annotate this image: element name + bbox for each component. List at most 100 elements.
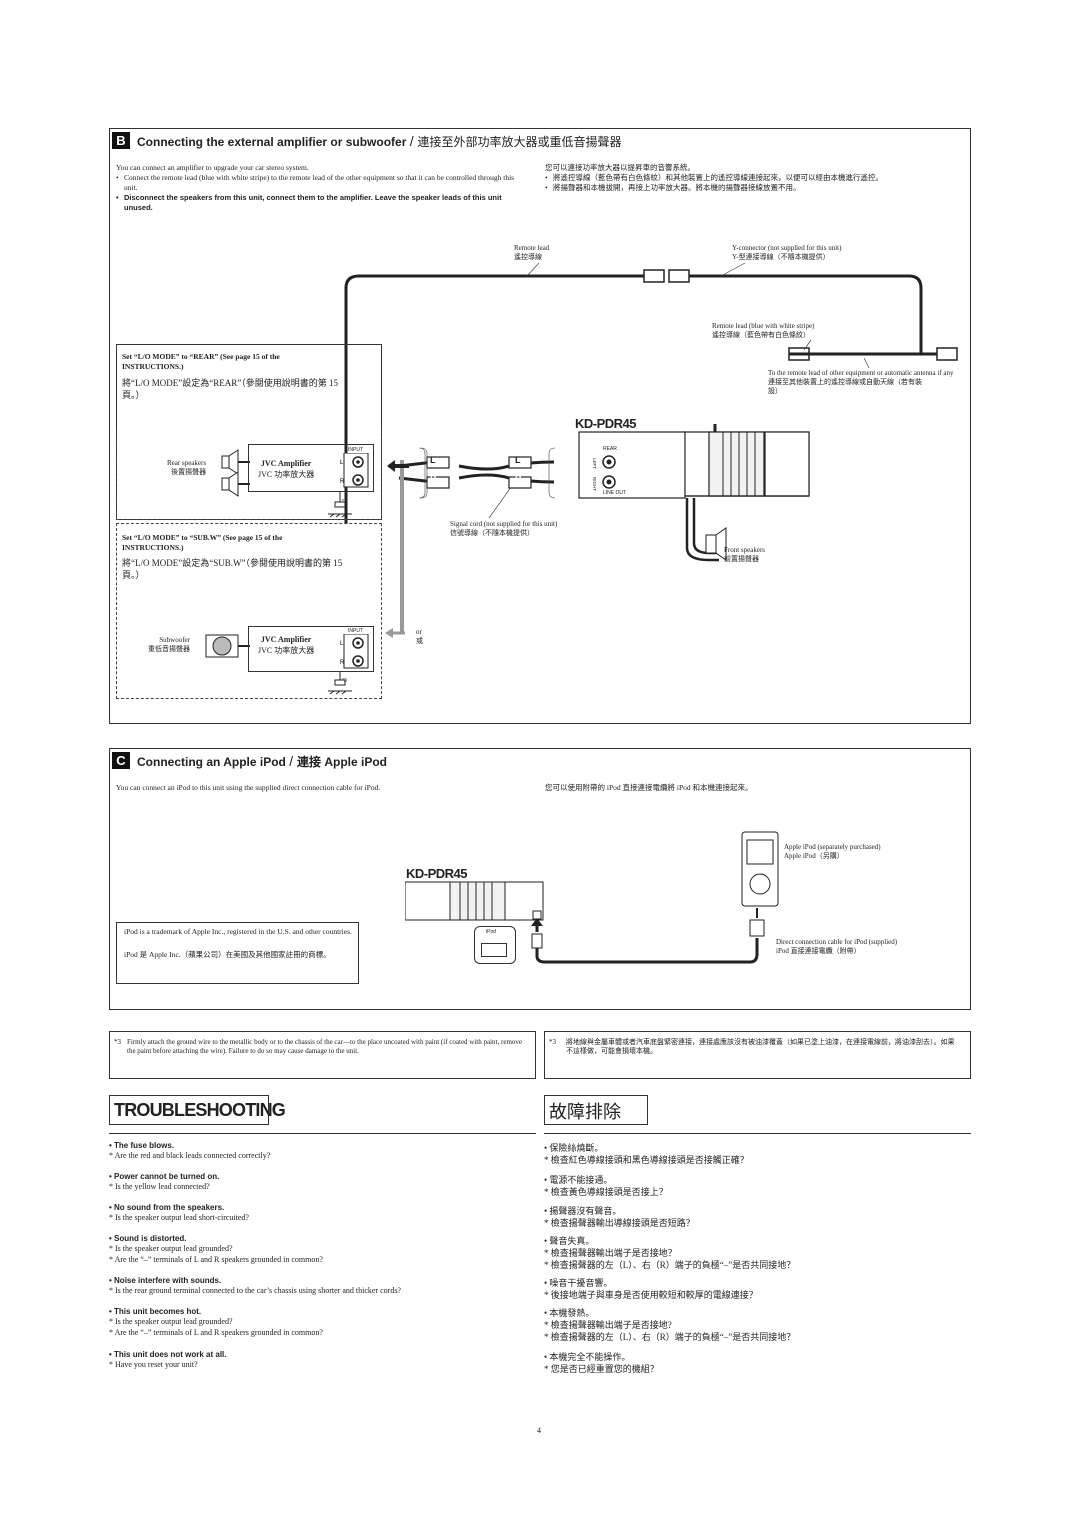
- trouble-heading: The fuse blows.: [114, 1141, 175, 1150]
- rear-footnote-mark: *3: [342, 499, 347, 505]
- plug-l-right: L: [515, 455, 521, 465]
- trouble-answer-cn: 您是否已經重置您的機組？: [550, 1364, 659, 1374]
- trouble-answer-cn: 檢查揚聲器輸出導線接頭是否短路？: [550, 1218, 695, 1228]
- trouble-answer-cn: 檢查揚聲器的左（L）、右（R）端子的負極“–”是否共同接地？: [550, 1260, 796, 1270]
- troubleshooting-rule-en: [109, 1133, 536, 1134]
- trouble-answer-cn: 檢查揚聲器輸出端子是否接地?: [550, 1320, 672, 1330]
- section-b-title-cn: 連接至外部功率放大器或重低音揚聲器: [417, 135, 622, 149]
- trouble-answer: Have you reset your unit?: [115, 1360, 198, 1369]
- trouble-answer-cn: 檢查揚聲器輸出端子是否接地？: [550, 1248, 677, 1258]
- trouble-answer: Are the “–” terminals of L and R speaker…: [114, 1328, 323, 1337]
- rear-jack-label: REAR: [603, 446, 617, 452]
- section-b-text-en: You can connect an amplifier to upgrade …: [116, 163, 528, 213]
- sub-input-jacks: L R: [340, 634, 369, 669]
- section-b-bullet-en: Connect the remote lead (blue with white…: [116, 173, 528, 193]
- trouble-answer: Are the red and black leads connected co…: [114, 1151, 271, 1160]
- trademark-en: iPod is a trademark of Apple Inc., regis…: [124, 927, 352, 936]
- subwoofer-icon: [205, 634, 250, 658]
- remote-lead-text: Remote lead: [514, 244, 550, 252]
- rear-input-label: INPUT: [348, 447, 363, 453]
- section-c-intro-cn: 您可以使用附帶的 iPod 直接連接電纜將 iPod 和本機連接起來。: [545, 783, 753, 792]
- trouble-answer-cn: 檢查紅色導線接頭和黑色導線接頭是否接觸正確？: [550, 1155, 749, 1165]
- section-b-bullet-en: Disconnect the speakers from this unit, …: [116, 193, 528, 213]
- trouble-item-cn: • 本機完全不能操作。 * 您是否已經重置您的機組？: [544, 1352, 659, 1374]
- sub-footnote-mark: *3: [342, 678, 347, 684]
- svg-text:R: R: [340, 660, 345, 666]
- footnote-en: Firmly attach the ground wire to the met…: [127, 1038, 522, 1055]
- trouble-item-cn: • 揚聲器沒有聲音。 * 檢查揚聲器輸出導線接頭是否短路？: [544, 1206, 695, 1228]
- signal-cord-label: Signal cord (not supplied for this unit)…: [450, 520, 557, 538]
- troubleshooting-title-cn: 故障排除: [549, 1102, 621, 1122]
- section-c-frame: [109, 748, 971, 1010]
- remote-blue-text: Remote lead (blue with white stripe): [712, 322, 815, 330]
- trademark-cn: iPod 是 Apple Inc.（蘋果公司）在美國及其他國家註冊的商標。: [124, 950, 331, 959]
- section-b-letter: B: [112, 132, 130, 149]
- ipod-cable-label: Direct connection cable for iPod (suppli…: [776, 938, 897, 956]
- head-unit-model-b: KD-PDR45: [575, 416, 637, 431]
- troubleshooting-title-box: [109, 1095, 269, 1125]
- trouble-item: • This unit does not work at all. * Have…: [109, 1350, 227, 1369]
- rear-mode-instruction: Set “L/O MODE” to “REAR” (See page 15 of…: [122, 352, 280, 371]
- subwoofer-label: Subwoofer 重低音揚聲器: [148, 636, 190, 654]
- trouble-heading-cn: 電源不能接通。: [549, 1175, 613, 1185]
- trouble-heading-cn: 揚聲器沒有聲音。: [549, 1206, 622, 1216]
- section-b-title: Connecting the external amplifier or sub…: [137, 133, 622, 149]
- rear-amplifier-label: JVC Amplifier JVC 功率放大器: [258, 458, 314, 480]
- signal-cord-text-cn: 信號導線（不隨本機提供）: [450, 529, 534, 537]
- trouble-answer: Is the rear ground terminal connected to…: [115, 1286, 401, 1295]
- rear-mode-instruction-cn: 將“L/O MODE”設定為“REAR”（參閱使用說明書的第 15 頁。）: [122, 378, 338, 400]
- section-b-bullet-cn: 將遙控導線（藍色帶有白色條紋）和其他裝置上的遙控導線連接起來，以便可以經由本機進…: [545, 173, 955, 183]
- remote-lead-text-cn: 遙控導線: [514, 253, 542, 261]
- section-b-frame: [109, 128, 971, 724]
- trouble-item: • Power cannot be turned on. * Is the ye…: [109, 1172, 220, 1191]
- trouble-item-cn: • 保險絲燒斷。 * 檢查紅色導線接頭和黑色導線接頭是否接觸正確？: [544, 1143, 749, 1165]
- trouble-item: • Sound is distorted. * Is the speaker o…: [109, 1234, 323, 1264]
- to-remote-text-cn: 連接至其他裝置上的遙控導線或自動天線（若有裝設）: [768, 378, 922, 395]
- section-b-text-cn: 您可以連接功率放大器以提昇車的音響系統。 將遙控導線（藍色帶有白色條紋）和其他裝…: [545, 163, 955, 193]
- trouble-answer: Is the yellow lead connected?: [115, 1182, 210, 1191]
- rear-amp-area: [116, 430, 382, 520]
- front-speakers-text-cn: 前置揚聲器: [724, 555, 759, 563]
- troubleshooting-title-cn-box: [544, 1095, 648, 1125]
- rear-speakers-text: Rear speakers: [167, 459, 207, 467]
- or-text: or: [416, 628, 422, 636]
- trouble-heading-cn: 保險絲燒斷。: [549, 1143, 604, 1153]
- rear-speakers-text-cn: 後置揚聲器: [171, 468, 207, 476]
- svg-text:R: R: [340, 479, 345, 485]
- section-c-title: Connecting an Apple iPod / 連接 Apple iPod: [137, 753, 388, 769]
- apple-ipod-text: Apple iPod (separately purchased): [784, 843, 881, 851]
- trouble-heading-cn: 噪音干擾音響。: [549, 1278, 613, 1288]
- trouble-answer: Is the speaker output lead grounded?: [115, 1317, 233, 1326]
- front-speakers-text: Front speakers: [724, 546, 766, 554]
- trouble-heading-cn: 聲音失真。: [549, 1236, 595, 1246]
- trouble-heading-cn: 本機完全不能操作。: [549, 1352, 631, 1362]
- footnote-cn: 將地線與金屬車體或者汽車底盤緊密連接，連接處應該沒有被油漆覆蓋（如果已塗上油漆，…: [566, 1038, 955, 1055]
- head-unit-model-c: KD-PDR45: [406, 866, 468, 881]
- trouble-item: • Noise interfere with sounds. * Is the …: [109, 1276, 401, 1295]
- trouble-item: • This unit becomes hot. * Is the speake…: [109, 1307, 323, 1337]
- ipod-connector-socket: [481, 943, 507, 957]
- remote-blue-label: Remote lead (blue with white stripe) 遙控導…: [712, 322, 814, 340]
- trouble-item-cn: • 電源不能接通。 * 檢查黃色導線接頭是否接上？: [544, 1175, 668, 1197]
- svg-text:L: L: [340, 460, 344, 466]
- trouble-item-cn: • 本機發熱。 * 檢查揚聲器輸出端子是否接地? * 檢查揚聲器的左（L）、右（…: [544, 1308, 796, 1342]
- to-remote-label: To the remote lead of other equipment or…: [768, 369, 958, 396]
- sub-input-label: INPUT: [348, 628, 363, 634]
- plug-l-left: L: [430, 455, 436, 465]
- sub-amplifier-name-cn: JVC 功率放大器: [258, 646, 315, 655]
- left-jack-label: LEFT: [592, 458, 597, 470]
- plug-r-right: R: [515, 474, 522, 484]
- apple-ipod-label: Apple iPod (separately purchased) Apple …: [784, 843, 881, 861]
- troubleshooting-title: TROUBLESHOOTING: [114, 1100, 286, 1120]
- trouble-answer: Is the speaker output lead short-circuit…: [115, 1213, 249, 1222]
- trouble-heading: Sound is distorted.: [114, 1234, 187, 1243]
- trouble-answer: Is the speaker output lead grounded?: [115, 1244, 233, 1253]
- subwoofer-text: Subwoofer: [159, 636, 190, 644]
- section-c-intro-en: You can connect an iPod to this unit usi…: [116, 783, 381, 792]
- ipod-cable-text: Direct connection cable for iPod (suppli…: [776, 938, 898, 946]
- section-c-title-en: Connecting an Apple iPod: [137, 755, 286, 769]
- rear-input-jacks: L R: [340, 453, 369, 488]
- ipod-diagram: [405, 831, 779, 964]
- y-connector-text: Y-connector (not supplied for this unit): [732, 244, 842, 252]
- sub-ground-icon: [328, 672, 352, 695]
